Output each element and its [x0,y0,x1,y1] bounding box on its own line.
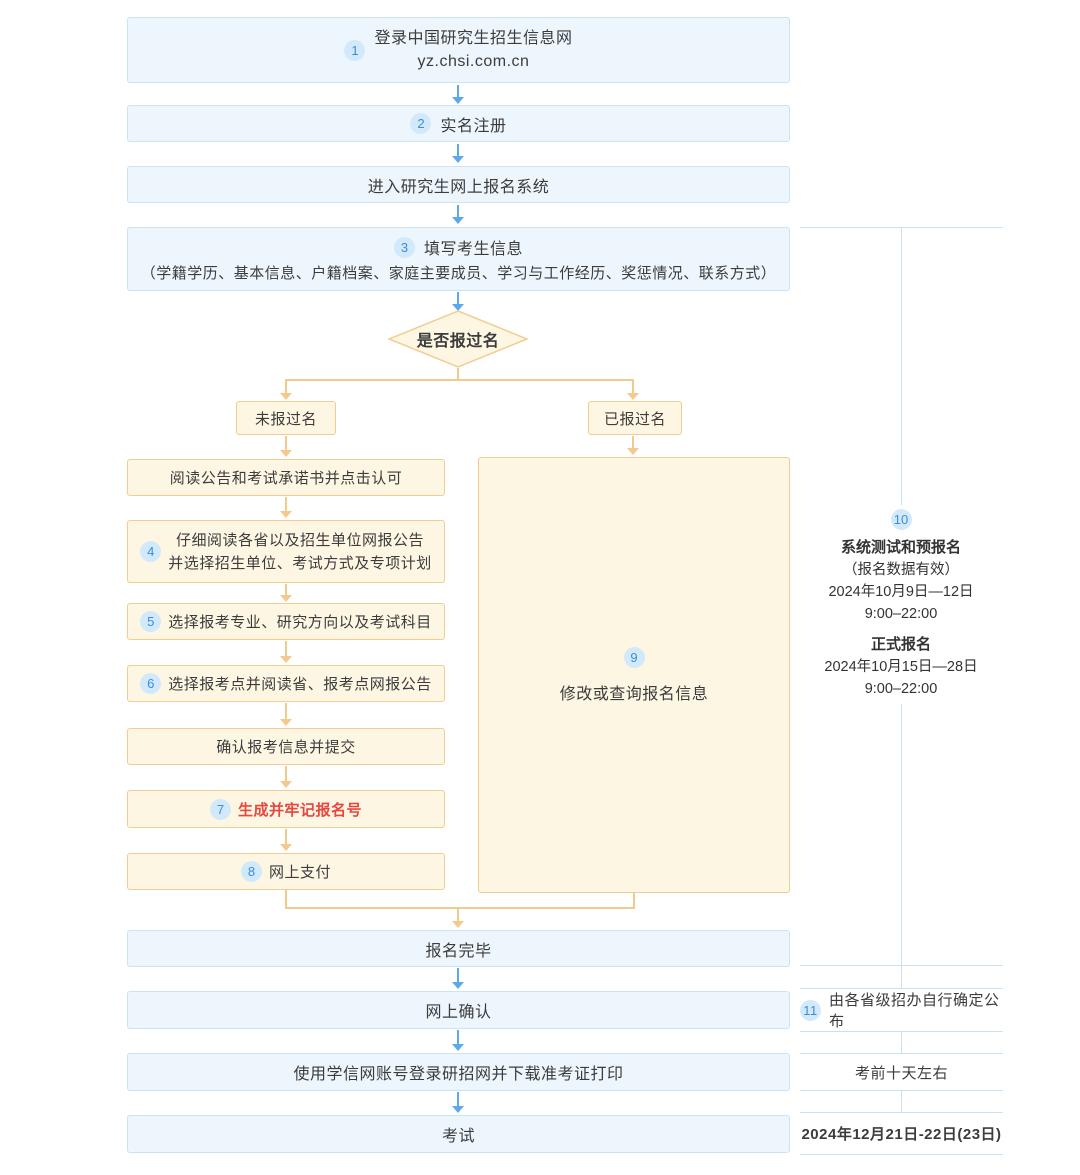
step-9-badge: 9 [623,646,645,668]
download-print-label: 使用学信网账号登录研招网并下载准考证打印 [293,1066,624,1083]
split-stem-line [457,368,459,380]
read-province-box: 4 仔细阅读各省以及招生单位网报公告 并选择招生单位、考试方式及专项计划 [127,520,445,583]
exam-label: 考试 [441,1128,475,1145]
exam-box: 考试 [127,1115,790,1153]
arrow-branch-yes [627,380,639,400]
step-login-box: 1 登录中国研究生招生信息网 yz.chsi.com.cn [127,17,790,83]
arrow-left-6 [280,829,292,851]
decision-label: 是否报过名 [416,333,500,350]
arrow-down-2 [452,144,464,163]
fill-info-label: 填写考生信息 [423,241,523,258]
remember-number-box: 7 生成并牢记报名号 [127,790,445,828]
formal-register-title: 正式报名 [870,636,931,653]
read-province-line2: 并选择招生单位、考试方式及专项计划 [168,554,432,572]
step-8-badge: 8 [240,861,262,882]
arrow-down-3 [452,205,464,224]
modify-query-box: 9 修改或查询报名信息 [478,457,790,893]
arrow-branch-no [280,380,292,400]
arrow-to-finish [452,908,464,928]
arrow-to-read-notice [280,436,292,457]
test-preregister-title: 系统测试和预报名 [840,539,961,556]
merge-left-line [285,890,287,909]
row12-top-line [800,1053,1003,1054]
step-1-badge: 1 [344,39,366,61]
step-7-badge: 7 [209,798,231,820]
timeline-top-line [800,227,1003,228]
preregister-time: 9:00–22:00 [864,606,938,622]
province-announce-label: 由各省级招办自行确定公布 [829,992,1000,1030]
branch-yes-box: 已报过名 [588,401,682,435]
arrow-left-4 [280,703,292,726]
row11-bottom-line [800,1031,1003,1032]
online-confirm-box: 网上确认 [127,991,790,1029]
step-2-badge: 2 [410,113,432,134]
before-exam-label: 考前十天左右 [854,1064,948,1082]
province-announce-note: 11 由各省级招办自行确定公布 [800,989,1003,1031]
diamond-shape [388,310,528,368]
branch-no-box: 未报过名 [236,401,336,435]
row12-bottom-line [800,1090,1003,1091]
online-confirm-label: 网上确认 [425,1004,492,1021]
arrow-down-1 [452,85,464,104]
download-print-box: 使用学信网账号登录研招网并下载准考证打印 [127,1053,790,1091]
decision-diamond: 是否报过名 [388,310,528,368]
step-10-badge: 10 [890,509,912,530]
modify-query-label: 修改或查询报名信息 [559,685,709,703]
step-register-box: 2 实名注册 [127,105,790,142]
read-province-line1: 仔细阅读各省以及招生单位网报公告 [175,531,424,549]
confirm-submit-box: 确认报考信息并提交 [127,728,445,765]
preregister-note: （报名数据有效） [843,562,959,578]
step-login-label: 登录中国研究生招生信息网 [374,30,573,47]
read-notice-label: 阅读公告和考试承诺书并点击认可 [169,470,403,487]
merge-horizontal-line [285,907,635,909]
arrow-down-4 [452,292,464,311]
arrow-to-modify [627,436,639,455]
split-horizontal-line [285,379,634,381]
before-exam-note: 考前十天左右 [800,1054,1003,1090]
arrow-left-3 [280,641,292,663]
arrow-left-2 [280,584,292,602]
arrow-down-6 [452,1030,464,1051]
confirm-submit-label: 确认报考信息并提交 [216,739,356,756]
registration-period-note: 10 系统测试和预报名 （报名数据有效） 2024年10月9日—12日 9:00… [795,505,1007,704]
row13-bottom-line [800,1154,1003,1155]
step-4-badge: 4 [140,541,162,562]
formal-register-date: 2024年10月15日—28日 [824,659,978,675]
fill-info-box: 3 填写考生信息 （学籍学历、基本信息、户籍档案、家庭主要成员、学习与工作经历、… [127,227,790,291]
enter-system-box: 进入研究生网上报名系统 [127,166,790,203]
row11-top-line [800,988,1003,989]
step-11-badge: 11 [800,999,821,1021]
step-login-url: yz.chsi.com.cn [417,53,530,70]
arrow-left-5 [280,766,292,788]
arrow-down-5 [452,968,464,989]
merge-right-line [633,893,635,909]
step-3-badge: 3 [393,236,415,258]
finish-box: 报名完毕 [127,930,790,967]
branch-yes-label: 已报过名 [603,410,666,428]
enter-system-label: 进入研究生网上报名系统 [367,178,550,196]
step-register-label: 实名注册 [440,117,507,135]
branch-no-label: 未报过名 [254,410,317,428]
fill-info-detail: （学籍学历、基本信息、户籍档案、家庭主要成员、学习与工作经历、奖惩情况、联系方式… [140,265,777,282]
choose-major-label: 选择报考专业、研究方向以及考试科目 [168,614,432,631]
online-pay-box: 8 网上支付 [127,853,445,890]
row13-top-line [800,1112,1003,1113]
remember-number-label: 生成并牢记报名号 [237,801,362,819]
step-5-badge: 5 [140,611,162,632]
choose-major-box: 5 选择报考专业、研究方向以及考试科目 [127,603,445,640]
formal-register-time: 9:00–22:00 [864,681,938,697]
read-notice-box: 阅读公告和考试承诺书并点击认可 [127,459,445,496]
choose-site-label: 选择报考点并阅读省、报考点网报公告 [168,676,432,693]
exam-date-note: 2024年12月21日-22日(23日) [800,1113,1003,1154]
preregister-date: 2024年10月9日—12日 [828,584,974,600]
arrow-left-1 [280,497,292,518]
arrow-down-7 [452,1092,464,1113]
choose-site-box: 6 选择报考点并阅读省、报考点网报公告 [127,665,445,702]
timeline-bottom-line [800,965,1003,966]
exam-date-label: 2024年12月21日-22日(23日) [801,1126,1002,1143]
finish-label: 报名完毕 [425,942,492,960]
online-pay-label: 网上支付 [268,864,331,881]
step-6-badge: 6 [140,673,162,694]
